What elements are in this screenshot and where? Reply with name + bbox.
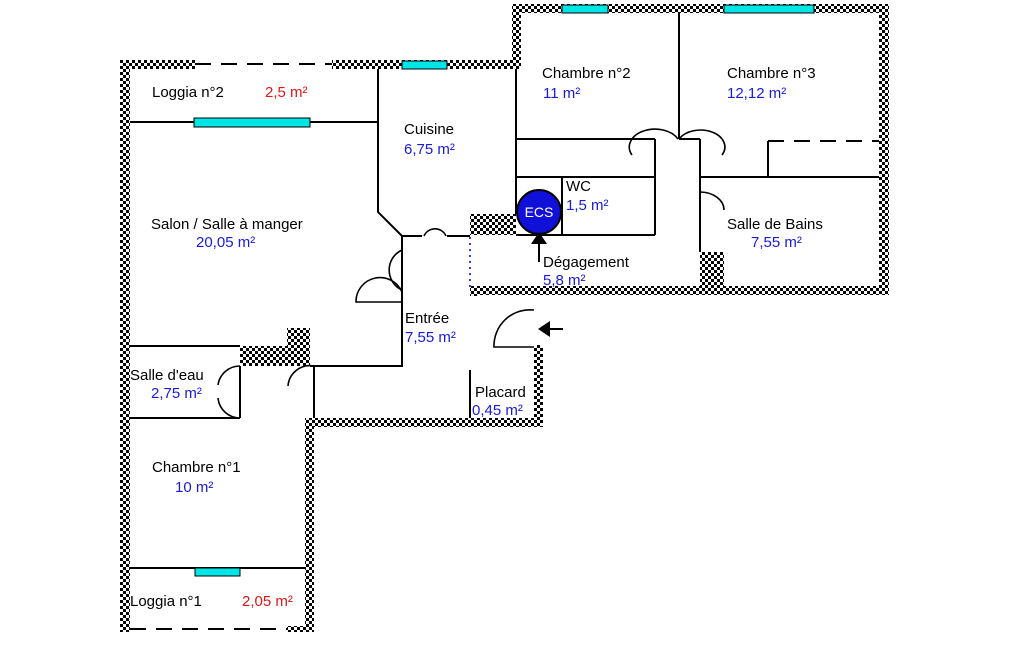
loggia1-area: 2,05 m² xyxy=(242,593,293,610)
chambre2-area: 11 m² xyxy=(543,85,580,102)
loggia2-area: 2,5 m² xyxy=(265,84,308,101)
loggia2-name: Loggia n°2 xyxy=(152,84,224,101)
salle-eau-area: 2,75 m² xyxy=(151,385,202,402)
salon-name: Salon / Salle à manger xyxy=(151,216,303,233)
chambre3-name: Chambre n°3 xyxy=(727,65,816,82)
chambre1-name: Chambre n°1 xyxy=(152,459,241,476)
placard-name: Placard xyxy=(475,384,526,401)
degagement-name: Dégagement xyxy=(543,254,630,271)
chambre3-area: 12,12 m² xyxy=(727,85,786,102)
sdb-name: Salle de Bains xyxy=(727,216,823,233)
entrance-arrow-icon xyxy=(538,321,563,337)
windows xyxy=(193,4,815,577)
entree-area: 7,55 m² xyxy=(405,329,456,346)
chambre1-area: 10 m² xyxy=(175,479,213,496)
entree-name: Entrée xyxy=(405,310,449,327)
interior-walls xyxy=(130,13,879,569)
loggia-railings xyxy=(130,63,879,630)
placard-area: 0,45 m² xyxy=(472,402,523,419)
cuisine-name: Cuisine xyxy=(404,121,454,138)
arrow-up-icon xyxy=(531,232,547,262)
door-swings xyxy=(217,128,726,419)
ecs-label: ECS xyxy=(525,204,554,220)
loggia1-name: Loggia n°1 xyxy=(130,593,202,610)
cuisine-area: 6,75 m² xyxy=(404,141,455,158)
degagement-area: 5,8 m² xyxy=(543,272,586,289)
salon-area: 20,05 m² xyxy=(196,234,255,251)
sdb-area: 7,55 m² xyxy=(751,234,802,251)
salle-eau-name: Salle d'eau xyxy=(130,367,204,384)
wc-name: WC xyxy=(566,178,591,195)
wc-area: 1,5 m² xyxy=(566,197,609,214)
chambre2-name: Chambre n°2 xyxy=(542,65,631,82)
